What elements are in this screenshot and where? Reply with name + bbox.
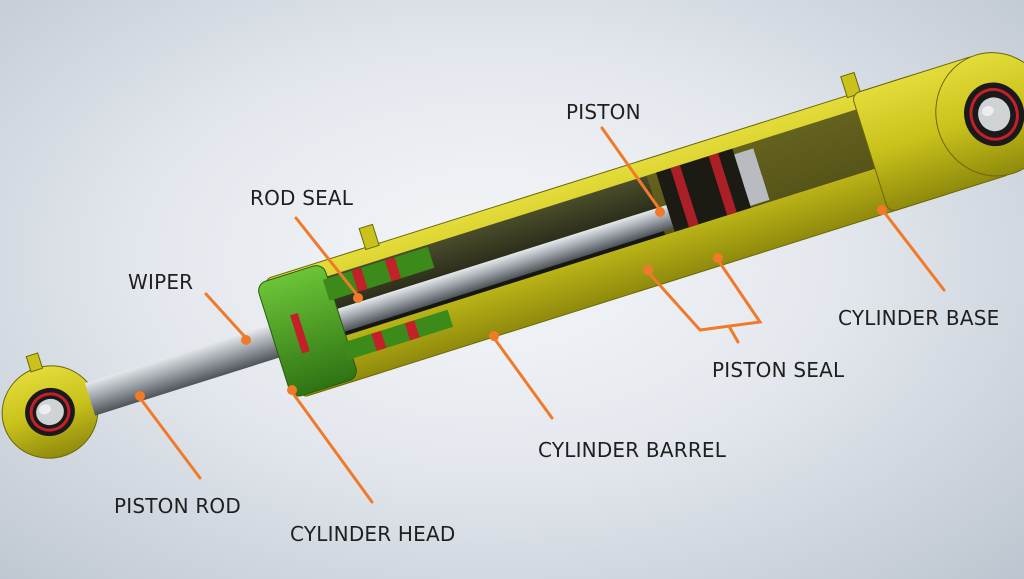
cylinder-base-shape xyxy=(853,52,1024,211)
label-piston: PISTON xyxy=(566,100,641,124)
leader-piston-rod xyxy=(138,396,202,480)
piston-shape xyxy=(656,148,770,232)
label-rod-seal: ROD SEAL xyxy=(250,186,354,210)
rod-end-eye xyxy=(1,352,99,459)
leader-cylinder-barrel xyxy=(492,336,554,420)
leader-rod-seal xyxy=(294,216,360,298)
leader-cylinder-head xyxy=(290,390,374,504)
leader-dots xyxy=(135,205,887,401)
leader-piston-seal xyxy=(646,258,763,332)
label-cylinder-barrel: CYLINDER BARREL xyxy=(538,438,727,462)
label-cylinder-base: CYLINDER BASE xyxy=(838,306,1000,330)
leader-piston xyxy=(600,126,662,212)
leader-lines xyxy=(138,126,946,504)
label-piston-rod: PISTON ROD xyxy=(114,494,241,518)
label-cylinder-head: CYLINDER HEAD xyxy=(290,522,456,546)
label-piston-seal: PISTON SEAL xyxy=(712,358,845,382)
leader-wiper xyxy=(204,292,248,340)
leader-cylinder-base xyxy=(882,210,946,292)
label-wiper: WIPER xyxy=(128,270,194,294)
